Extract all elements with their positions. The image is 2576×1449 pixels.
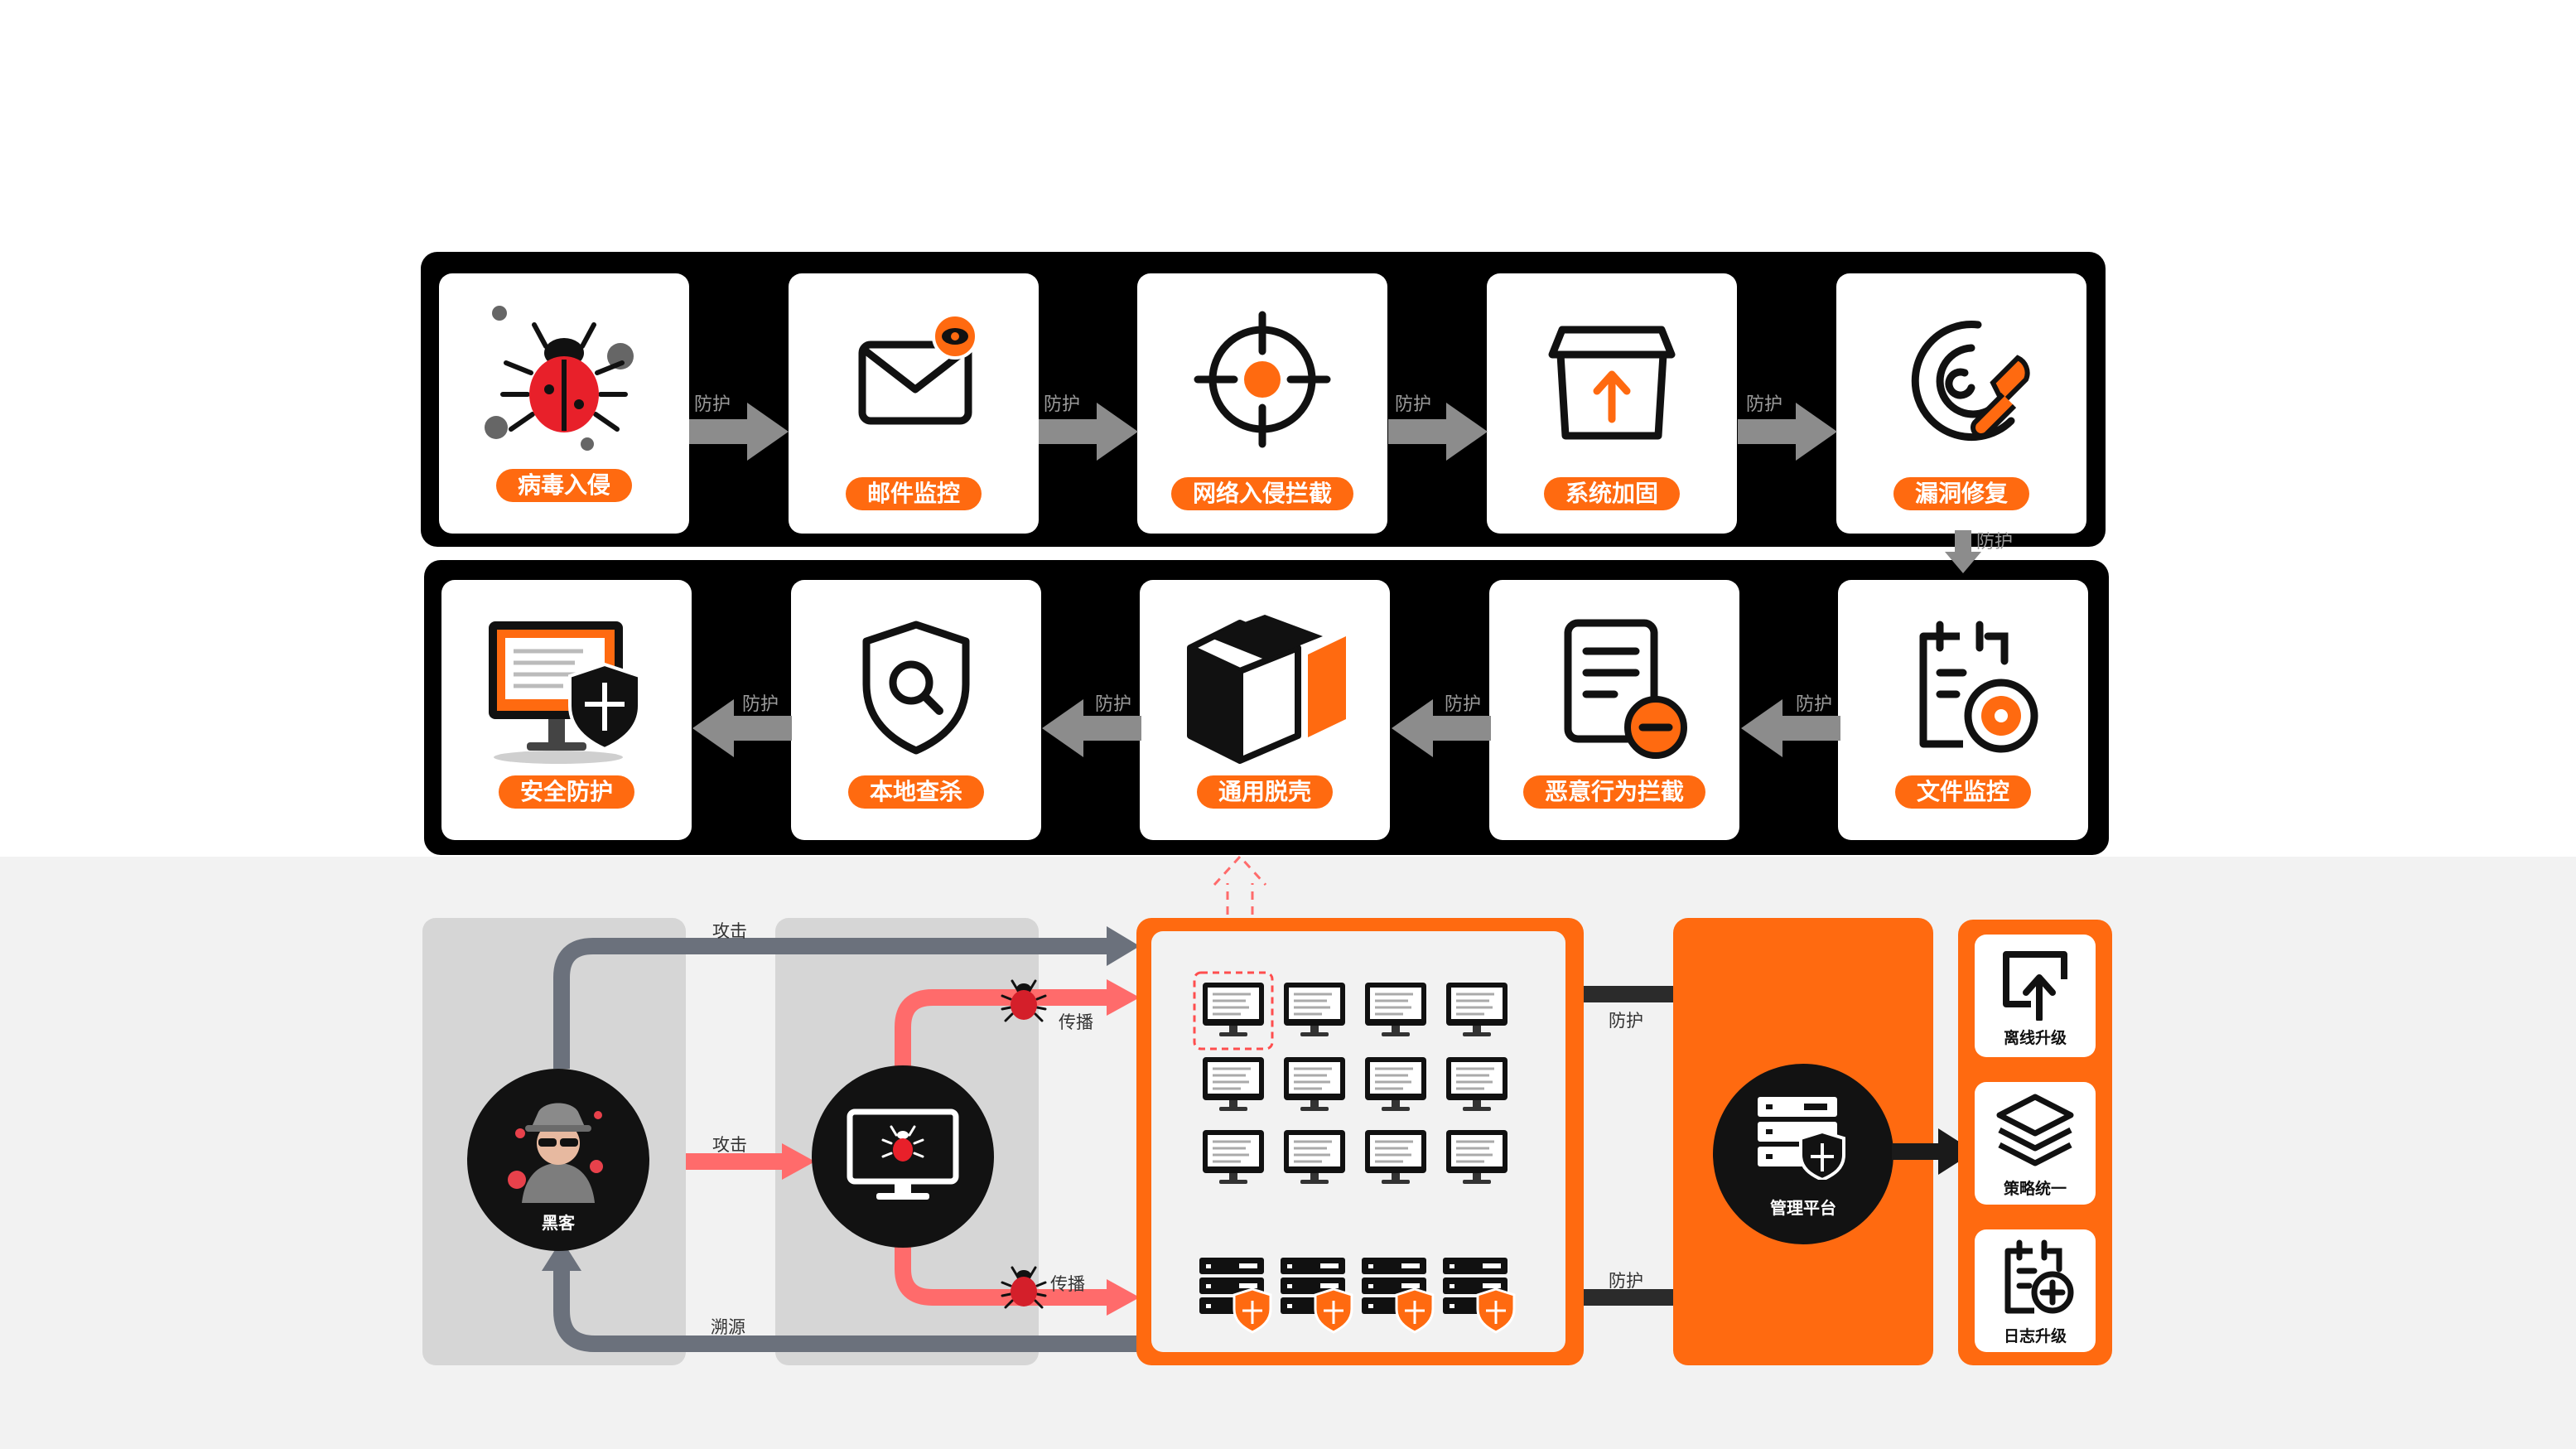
arrow-label: 防护 xyxy=(1976,531,2014,552)
hacker-node: 黑客 xyxy=(467,1069,649,1251)
server-shield-icon xyxy=(1758,1097,1845,1180)
hacker-label: 黑客 xyxy=(542,1215,575,1233)
card-label: 文件监控 xyxy=(1894,775,2032,809)
attack-label-top: 攻击 xyxy=(712,922,747,941)
card-unpack: 通用脱壳 xyxy=(1140,580,1390,840)
arrow-left-1 xyxy=(1741,699,1840,757)
infected-computer-node xyxy=(812,1065,994,1248)
spread-label-bottom: 传播 xyxy=(1050,1275,1085,1294)
card-file-monitor: 文件监控 xyxy=(1838,580,2088,840)
layers-policy-icon xyxy=(1996,1094,2074,1166)
arrow-right-2 xyxy=(1039,403,1138,461)
arrow-label: 防护 xyxy=(742,693,779,714)
arrow-down xyxy=(1945,530,1981,573)
arrow-label: 防护 xyxy=(1395,394,1432,414)
shield-search-icon xyxy=(862,621,970,755)
card-label: 邮件监控 xyxy=(845,477,982,510)
trace-label: 溯源 xyxy=(711,1318,745,1337)
side-item-label: 策略统一 xyxy=(2003,1181,2067,1198)
protect-label-bottom: 防护 xyxy=(1609,1272,1643,1291)
card-vuln: 漏洞修复 xyxy=(1836,273,2086,534)
card-malicious: 恶意行为拦截 xyxy=(1489,580,1739,840)
card-harden: 系统加固 xyxy=(1487,273,1737,534)
virus-bug-icon xyxy=(1001,979,1047,1022)
arrow-left-3 xyxy=(1042,699,1141,757)
side-item-offline-upgrade: 离线升级 xyxy=(1975,935,2096,1057)
management-platform-node: 管理平台 xyxy=(1713,1064,1893,1244)
clipboard-watch-icon xyxy=(1919,621,2038,753)
attack-label-middle: 攻击 xyxy=(712,1136,747,1155)
arrow-left-4 xyxy=(692,699,792,757)
card-label: 病毒入侵 xyxy=(495,469,633,502)
card-label: 本地查杀 xyxy=(847,775,985,809)
arrow-label: 防护 xyxy=(1746,394,1783,414)
side-item-policy: 策略统一 xyxy=(1975,1082,2096,1205)
card-local-scan: 本地查杀 xyxy=(791,580,1041,840)
card-label: 安全防护 xyxy=(498,775,635,809)
side-item-log: 日志升级 xyxy=(1975,1229,2096,1352)
arrow-to-side xyxy=(1892,1128,1975,1175)
arrow-label: 防护 xyxy=(1044,394,1081,414)
card-label: 网络入侵拦截 xyxy=(1170,477,1354,510)
monitor-shield-icon xyxy=(489,621,641,764)
arrow-right-3 xyxy=(1388,403,1488,461)
arrow-left-2 xyxy=(1392,699,1491,757)
card-label: 漏洞修复 xyxy=(1893,477,2030,510)
spread-label-top: 传播 xyxy=(1059,1013,1093,1032)
card-label: 通用脱壳 xyxy=(1196,775,1334,809)
cube-shell-icon xyxy=(1187,615,1346,764)
terminal-grid xyxy=(1193,971,1516,1334)
arrow-label: 防护 xyxy=(1095,693,1132,714)
card-label: 系统加固 xyxy=(1543,477,1681,510)
side-item-label: 离线升级 xyxy=(2003,1030,2067,1047)
offline-upgrade-icon xyxy=(2003,951,2067,1021)
platform-label: 管理平台 xyxy=(1770,1200,1836,1218)
arrow-label: 防护 xyxy=(694,394,731,414)
card-label: 恶意行为拦截 xyxy=(1522,775,1706,809)
protect-label-top: 防护 xyxy=(1609,1012,1643,1031)
card-virus: 病毒入侵 xyxy=(439,273,689,534)
arrow-right-1 xyxy=(689,403,789,461)
card-network: 网络入侵拦截 xyxy=(1137,273,1387,534)
side-item-label: 日志升级 xyxy=(2003,1328,2067,1345)
log-add-icon xyxy=(2004,1239,2074,1314)
wrench-signal-icon xyxy=(1911,321,2030,442)
document-block-icon xyxy=(1564,619,1687,759)
arrow-label: 防护 xyxy=(1445,693,1482,714)
mail-monitor-icon xyxy=(858,313,978,425)
arrow-right-4 xyxy=(1738,403,1837,461)
card-security: 安全防护 xyxy=(441,580,692,840)
box-upload-icon xyxy=(1548,326,1676,440)
infected-monitor-icon xyxy=(847,1108,959,1200)
arrow-label: 防护 xyxy=(1796,693,1833,714)
virus-bug-icon xyxy=(485,306,634,451)
virus-bug-icon xyxy=(1001,1266,1047,1309)
crosshair-target-icon xyxy=(1194,311,1331,448)
card-mail: 邮件监控 xyxy=(789,273,1039,534)
hacker-avatar-icon xyxy=(508,1103,603,1203)
